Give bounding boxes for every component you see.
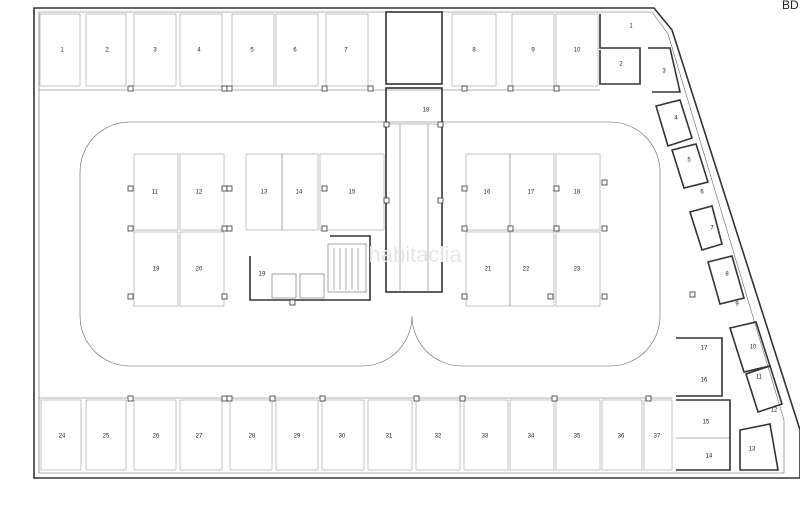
central-ramp [385,87,443,293]
storage-room-7: 7 [710,226,714,232]
parking-spot-11: 11 [152,190,159,196]
parking-spot-35: 35 [574,434,581,440]
island-left [133,153,385,307]
parking-spot-36: 36 [618,434,625,440]
storage-room-6: 6 [700,190,704,196]
parking-spot-25: 25 [103,434,110,440]
parking-spot-24: 24 [59,434,66,440]
parking-spot-7: 7 [344,48,348,54]
parking-spot-6: 6 [293,48,297,54]
storage-room-17: 17 [701,346,708,352]
driving-lane [79,121,661,367]
corner-label: BD [782,0,799,12]
bottom-bay [39,397,673,471]
columns [127,85,696,402]
parking-spot-29: 29 [294,434,301,440]
parking-spot-16: 16 [484,190,491,196]
parking-spot-1: 1 [60,48,64,54]
parking-spot-34: 34 [528,434,535,440]
parking-spot-4: 4 [197,48,201,54]
storage-room-14: 14 [706,454,713,460]
parking-spot-18: 18 [574,190,581,196]
storage-room-11: 11 [756,375,763,381]
parking-spot-5: 5 [250,48,254,54]
storage-room-1: 1 [629,24,633,30]
storage-rooms [599,14,783,471]
parking-spot-19: 19 [153,267,160,273]
storage-room-2: 2 [619,62,623,68]
parking-spot-26: 26 [153,434,160,440]
parking-spot-23: 23 [574,267,581,273]
storage-room-16: 16 [701,378,708,384]
storage-room-13: 13 [749,447,756,453]
storage-room-10: 10 [750,345,757,351]
parking-spot-3: 3 [153,48,157,54]
parking-spot-15: 15 [349,190,356,196]
storage-room-15: 15 [703,420,710,426]
storage-room-8: 8 [725,272,729,278]
parking-spot-31: 31 [386,434,393,440]
storage-room-19: 19 [259,272,266,278]
top-bay [39,11,600,91]
parking-spot-37: 37 [654,434,661,440]
parking-spot-20: 20 [196,267,203,273]
parking-spot-14: 14 [296,190,303,196]
storage-room-5: 5 [687,158,691,164]
parking-spot-32: 32 [435,434,442,440]
parking-spot-17: 17 [528,190,535,196]
storage-room-12: 12 [771,408,778,414]
outer-wall [33,7,800,479]
parking-spot-2: 2 [105,48,109,54]
parking-spot-27: 27 [196,434,203,440]
storage-room-3: 3 [662,69,666,75]
storage-room-9: 9 [735,302,739,308]
watermark: habitaclia [369,242,463,267]
stair-core [249,235,371,301]
parking-spot-10: 10 [574,48,581,54]
parking-spot-12: 12 [196,190,203,196]
parking-spot-28: 28 [249,434,256,440]
parking-spot-13: 13 [261,190,268,196]
parking-spot-30: 30 [339,434,346,440]
parking-spot-21: 21 [485,267,492,273]
parking-spot-33: 33 [482,434,489,440]
parking-spot-9: 9 [531,48,535,54]
storage-room-18: 18 [423,108,430,114]
inner-wall [38,11,785,474]
island-right [465,153,601,307]
parking-spot-8: 8 [472,48,476,54]
storage-room-4: 4 [674,116,678,122]
parking-spot-22: 22 [523,267,530,273]
